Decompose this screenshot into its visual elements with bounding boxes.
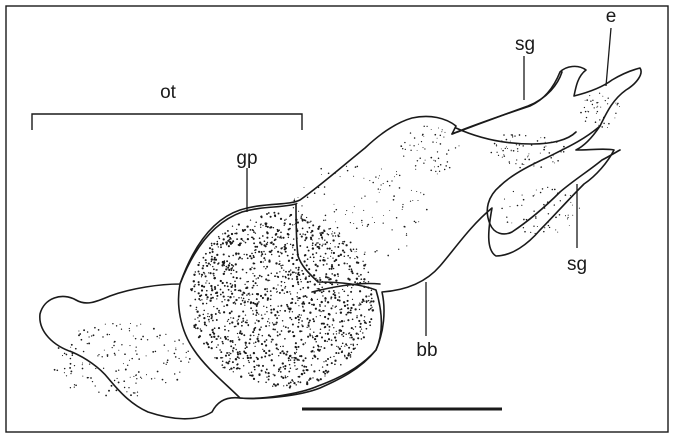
label-e: e (606, 6, 617, 27)
label-sg-top: sg (515, 34, 535, 55)
label-bb: bb (416, 340, 437, 361)
label-sg-bottom: sg (567, 254, 587, 275)
figure-border (6, 6, 668, 432)
label-gp: gp (236, 148, 257, 169)
label-ot: ot (160, 82, 177, 103)
